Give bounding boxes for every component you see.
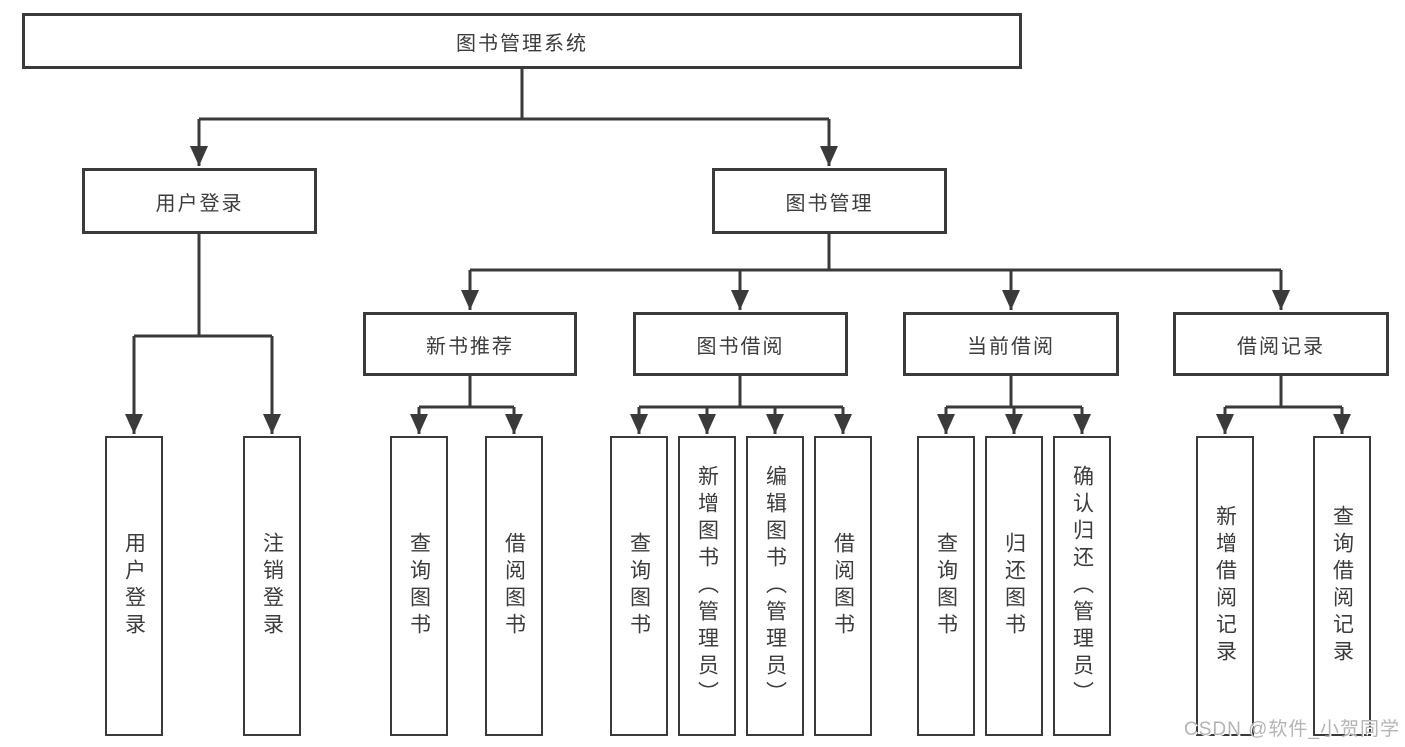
node-user-login: 用户登录	[82, 168, 317, 234]
node-book-management: 图书管理	[712, 168, 947, 234]
node-label: 用户登录	[155, 192, 244, 215]
node-label: 图书管理系统	[456, 32, 588, 55]
node-label: 注销登录	[260, 532, 284, 640]
leaf-br-query-record: 查询借阅记录	[1313, 436, 1371, 736]
node-label: 借阅记录	[1237, 335, 1325, 358]
node-label: 编辑图书（管理员）	[763, 464, 787, 708]
node-label: 用户登录	[122, 532, 146, 640]
leaf-logout: 注销登录	[243, 436, 301, 736]
node-label: 当前借阅	[967, 335, 1055, 358]
node-label: 查询图书	[934, 532, 958, 640]
leaf-br-add-record: 新增借阅记录	[1196, 436, 1254, 736]
node-current-borrow: 当前借阅	[903, 312, 1119, 376]
node-label: 查询图书	[627, 532, 651, 640]
node-new-book-recommend: 新书推荐	[363, 312, 577, 376]
leaf-bb-borrow-book: 借阅图书	[814, 436, 872, 736]
leaf-bb-edit-book-admin: 编辑图书（管理员）	[746, 436, 804, 736]
leaf-cb-confirm-return-admin: 确认归还（管理员）	[1053, 436, 1111, 736]
node-label: 新书推荐	[426, 335, 514, 358]
node-book-borrow: 图书借阅	[633, 312, 848, 376]
node-label: 新增图书（管理员）	[695, 464, 719, 708]
node-label: 确认归还（管理员）	[1070, 464, 1094, 708]
node-library-management-system: 图书管理系统	[22, 13, 1022, 69]
node-label: 归还图书	[1002, 532, 1026, 640]
node-label: 借阅图书	[831, 532, 855, 640]
node-label: 图书管理	[785, 192, 874, 215]
leaf-nbr-query-book: 查询图书	[390, 436, 448, 736]
leaf-cb-query-book: 查询图书	[917, 436, 975, 736]
node-borrow-records: 借阅记录	[1173, 312, 1389, 376]
watermark: CSDN @软件_小贺同学	[1184, 719, 1400, 740]
leaf-bb-query-book: 查询图书	[610, 436, 668, 736]
leaf-nbr-borrow-book: 借阅图书	[485, 436, 543, 736]
node-label: 借阅图书	[502, 532, 526, 640]
node-label: 查询图书	[407, 532, 431, 640]
node-label: 新增借阅记录	[1213, 505, 1237, 667]
node-label: 图书借阅	[696, 335, 785, 358]
leaf-user-login: 用户登录	[105, 436, 163, 736]
leaf-cb-return-book: 归还图书	[985, 436, 1043, 736]
node-label: 查询借阅记录	[1330, 505, 1354, 667]
leaf-bb-add-book-admin: 新增图书（管理员）	[678, 436, 736, 736]
